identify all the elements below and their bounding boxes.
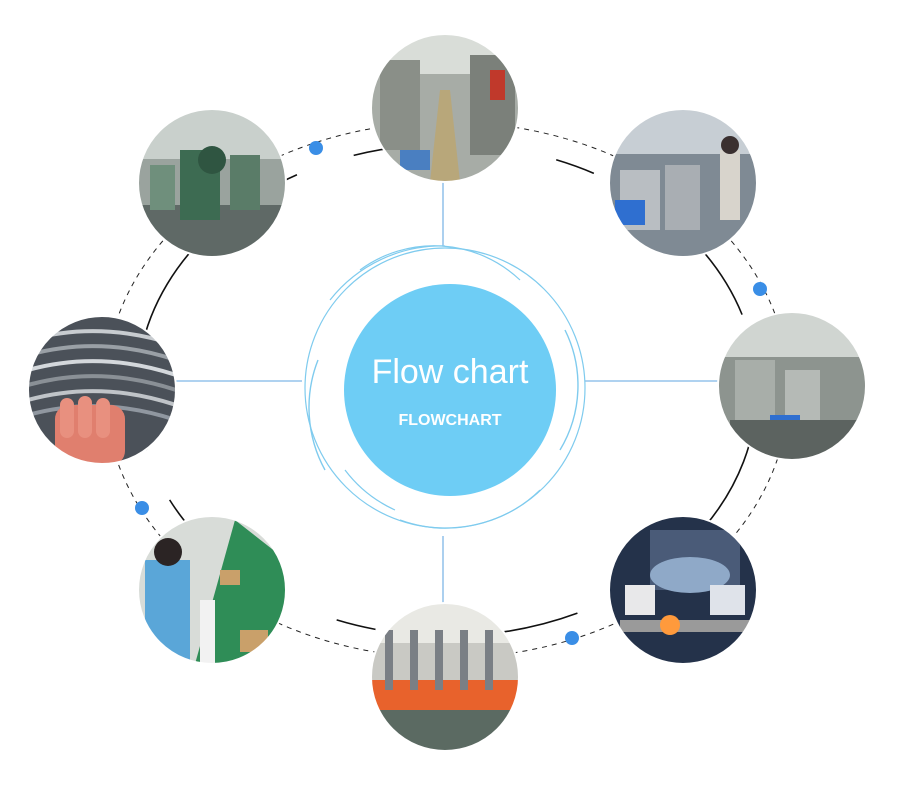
accent-dot [309, 141, 323, 155]
photo-node-stamping-presses [137, 108, 287, 258]
accent-dot [753, 282, 767, 296]
ring-arc-1 [329, 245, 446, 301]
photo-node-steel-wire [27, 315, 177, 465]
photo-node-welding [608, 515, 758, 665]
accent-dot [565, 631, 579, 645]
photo-node-press-workshop [717, 311, 867, 461]
accent-dot [135, 501, 149, 515]
ring-arc-4 [559, 329, 579, 451]
photo-node-press-line [370, 33, 520, 183]
photo-node-packing [137, 515, 287, 665]
ring-arc-3 [359, 245, 521, 281]
connectors [176, 182, 718, 603]
center-rings [304, 245, 586, 529]
ring-arc-6 [344, 469, 396, 511]
ring-arc-2 [308, 359, 326, 471]
photo-node-plating-line [370, 602, 520, 752]
center-subtitle: FLOWCHART [398, 412, 502, 429]
photo-node-workpiece-stacks [608, 108, 758, 258]
center-title: Flow chart [371, 353, 529, 391]
ring-arc-5 [399, 489, 541, 529]
center-circle [344, 284, 556, 496]
accent-dots [135, 141, 767, 645]
